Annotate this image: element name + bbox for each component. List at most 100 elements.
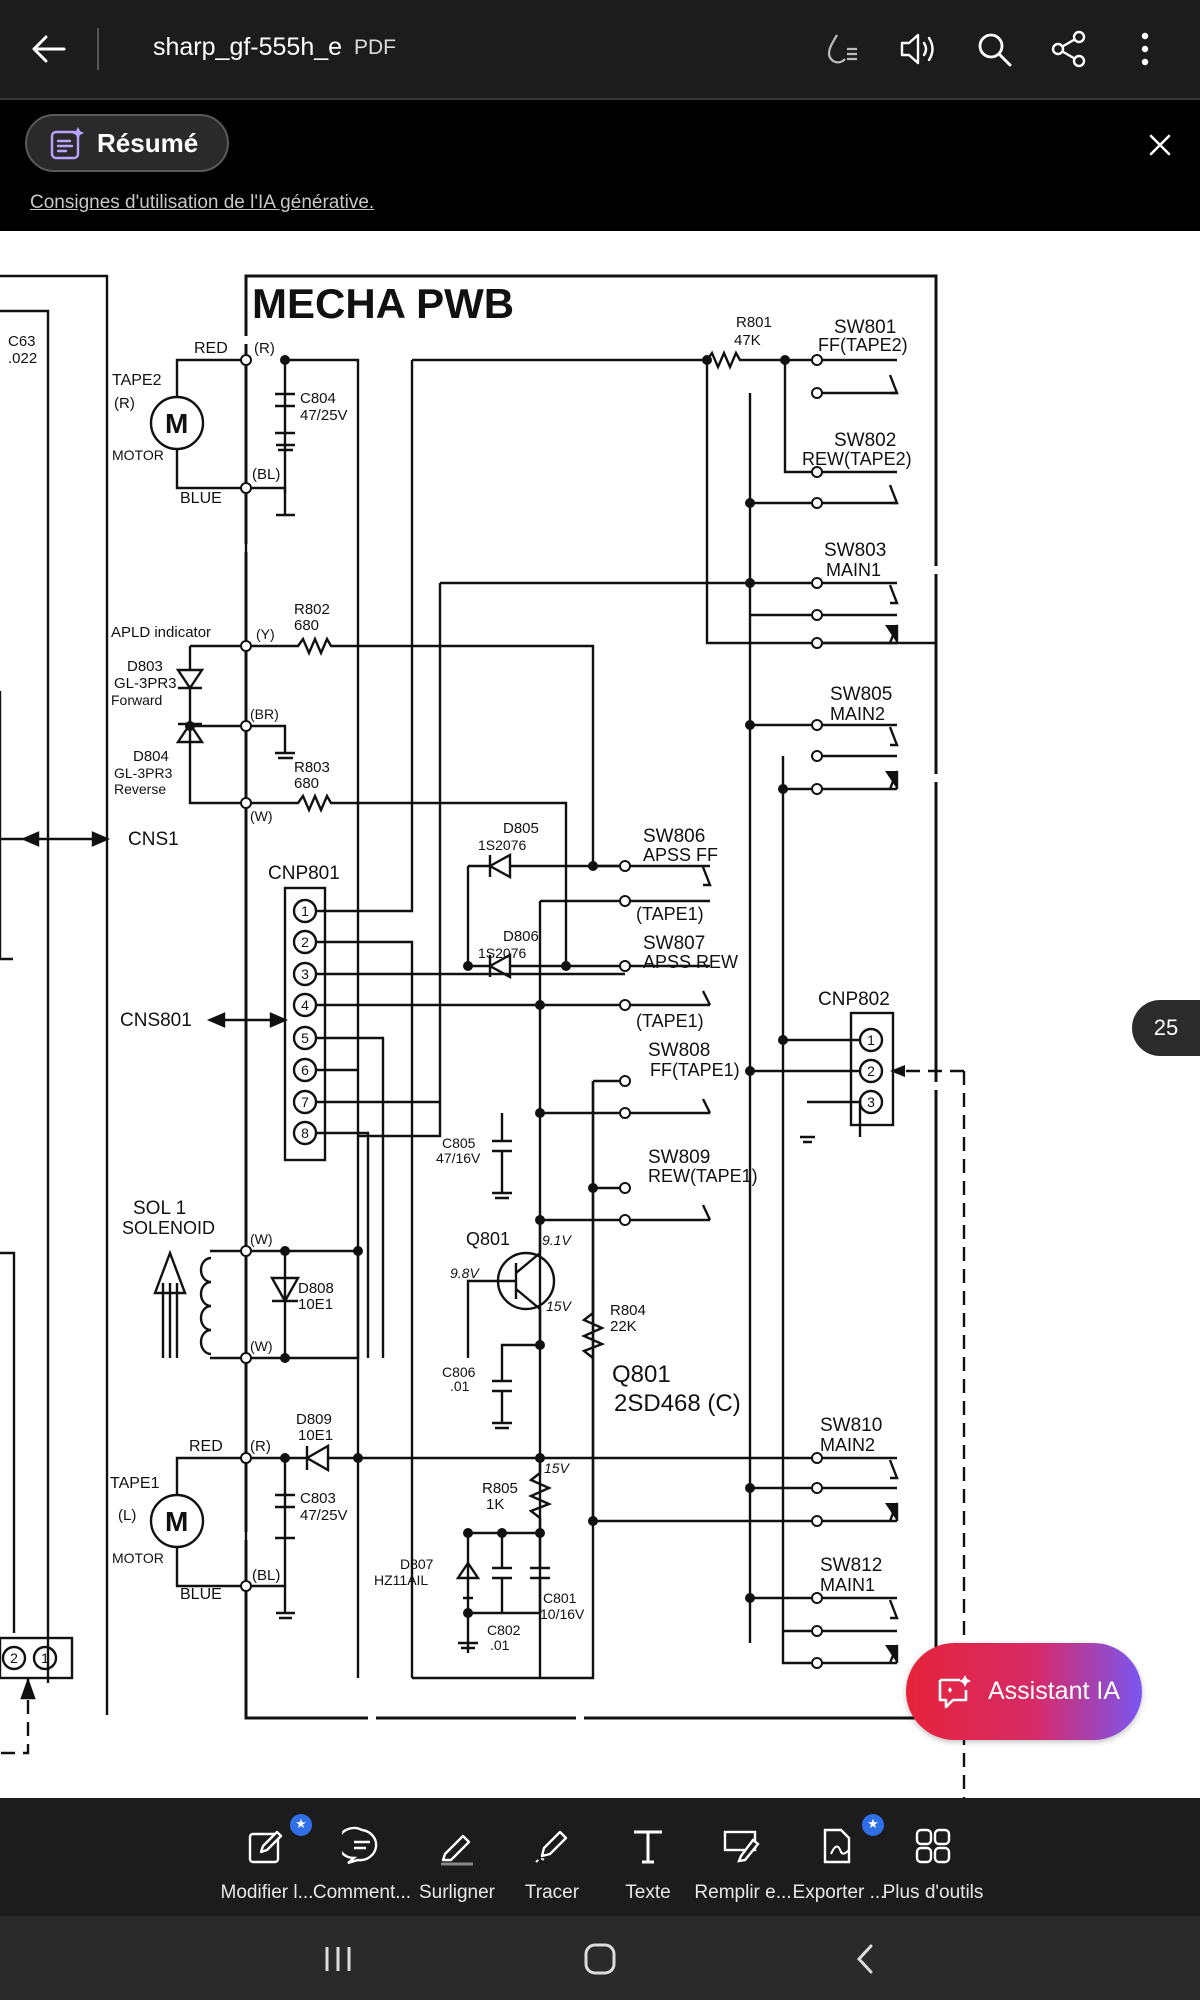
cnp801-pin-6: 6 [301, 1062, 309, 1078]
label-solenoid: SOLENOID [122, 1218, 215, 1238]
label-c803-value: 47/25V [300, 1507, 348, 1524]
label-c801: C801 [543, 1590, 577, 1606]
label-9-8v: 9.8V [450, 1265, 480, 1281]
tool-draw-label: Tracer [524, 1882, 580, 1903]
label-sw806-desc: APSS FF [643, 845, 718, 865]
label-d804: D804 [133, 748, 169, 765]
label-d803: D803 [127, 658, 163, 675]
tool-edit-label: Modifier l... [220, 1882, 314, 1903]
label-c63-value: .022 [8, 350, 37, 367]
export-pdf-icon [819, 1826, 859, 1866]
edit-pencil-icon [247, 1826, 287, 1866]
label-blue-top: BLUE [180, 490, 222, 507]
tool-text[interactable]: Texte [593, 1798, 703, 1916]
page-number-badge[interactable]: 25 [1132, 1000, 1200, 1056]
cnp802-pin-3: 3 [867, 1094, 875, 1110]
label-r802: R802 [294, 601, 330, 618]
label-sw808-desc: FF(TAPE1) [650, 1060, 740, 1080]
label-sw807: SW807 [643, 933, 705, 954]
label-d809: D809 [296, 1411, 332, 1428]
document-type-label: PDF [354, 36, 396, 59]
ai-assistant-button[interactable]: Assistant IA [906, 1643, 1142, 1740]
tool-more[interactable]: Plus d'outils [878, 1798, 988, 1916]
more-options-icon[interactable] [1120, 24, 1170, 74]
back-arrow-icon[interactable] [24, 24, 74, 74]
tool-text-label: Texte [625, 1882, 671, 1903]
label-tape2-r: (R) [114, 395, 135, 412]
label-br: (BR) [250, 706, 279, 722]
tool-highlight-label: Surligner [418, 1882, 496, 1903]
close-icon[interactable] [1140, 125, 1180, 165]
draw-pen-icon [532, 1826, 572, 1866]
label-r802-value: 680 [294, 617, 319, 634]
label-cnp802: CNP802 [818, 989, 890, 1010]
label-c804-value: 47/25V [300, 407, 348, 424]
tool-export[interactable]: ★ Exporter ... [784, 1798, 894, 1916]
label-d806: D806 [503, 928, 539, 945]
ai-assistant-label: Assistant IA [988, 1677, 1120, 1705]
label-sw809-desc: REW(TAPE1) [648, 1166, 758, 1186]
label-motor-bottom: MOTOR [112, 1550, 164, 1566]
label-sw810-desc: MAIN2 [820, 1435, 875, 1455]
label-sw810: SW810 [820, 1415, 882, 1436]
label-d805: D805 [503, 820, 539, 837]
label-y: (Y) [256, 626, 275, 642]
label-c805: C805 [442, 1135, 476, 1151]
label-w-mid: (W) [250, 1231, 273, 1247]
resume-button[interactable]: Résumé [25, 114, 229, 172]
label-sol1: SOL 1 [133, 1198, 186, 1219]
read-aloud-icon[interactable] [894, 24, 944, 74]
label-tape1-a: (TAPE1) [636, 904, 704, 924]
label-r804-value: 22K [610, 1318, 637, 1335]
label-sw808: SW808 [648, 1040, 710, 1061]
ai-guidelines-link[interactable]: Consignes d'utilisation de l'IA générati… [30, 192, 375, 213]
share-icon[interactable] [1044, 24, 1094, 74]
label-d807-value: HZ11AIL [374, 1572, 428, 1588]
label-r-bottom: (R) [250, 1438, 271, 1455]
tool-draw[interactable]: Tracer [497, 1798, 607, 1916]
label-blue-bottom: BLUE [180, 1586, 222, 1603]
toolbar-divider [97, 28, 99, 70]
label-d806-value: 1S2076 [478, 945, 526, 961]
document-title: sharp_gf-555h_e [153, 33, 343, 61]
recent-apps-icon[interactable] [308, 1934, 368, 1984]
bottom-toolbar: ★ Modifier l... Comment... Surligner Tra… [0, 1798, 1200, 1916]
label-c802-value: .01 [490, 1637, 510, 1653]
label-tape1-b: (TAPE1) [636, 1011, 704, 1031]
bottom-connector-pin-2: 2 [10, 1650, 18, 1666]
cnp802-pin-2: 2 [867, 1063, 875, 1079]
label-sw806: SW806 [643, 826, 705, 847]
label-motor-m-bottom: M [165, 1506, 188, 1537]
highlighter-icon [437, 1826, 477, 1866]
label-r805: R805 [482, 1480, 518, 1497]
home-icon[interactable] [570, 1934, 630, 1984]
label-c806-value: .01 [450, 1378, 470, 1394]
label-c804: C804 [300, 390, 336, 407]
search-icon[interactable] [969, 24, 1019, 74]
ai-summary-icon [49, 125, 85, 161]
label-d807: D807 [400, 1556, 434, 1572]
label-sw803-desc: MAIN1 [826, 560, 881, 580]
tool-highlight[interactable]: Surligner [402, 1798, 512, 1916]
label-red-top: RED [194, 340, 228, 357]
cnp801-pin-5: 5 [301, 1030, 309, 1046]
schematic-diagram: MECHA PWB C63 .022 RED (R) TAPE2 (R) M M… [0, 274, 966, 1798]
back-nav-icon[interactable] [835, 1934, 895, 1984]
label-d803-forward: Forward [111, 692, 162, 708]
label-c805-value: 47/16V [436, 1150, 481, 1166]
label-sw805: SW805 [830, 684, 892, 705]
tool-edit[interactable]: ★ Modifier l... [212, 1798, 322, 1916]
label-red-bottom: RED [189, 1438, 223, 1455]
tool-fill-sign[interactable]: Remplir e... [688, 1798, 798, 1916]
liquid-mode-icon[interactable] [818, 24, 868, 74]
tool-fill-sign-label: Remplir e... [694, 1882, 792, 1903]
label-q801-part: 2SD468 (C) [614, 1390, 741, 1417]
cnp801-pin-3: 3 [301, 966, 309, 982]
label-r803-value: 680 [294, 775, 319, 792]
label-tape1: TAPE1 [110, 1475, 160, 1492]
document-viewer[interactable]: MECHA PWB C63 .022 RED (R) TAPE2 (R) M M… [0, 233, 1200, 1798]
tool-comment[interactable]: Comment... [307, 1798, 417, 1916]
tool-comment-label: Comment... [312, 1882, 412, 1903]
schematic-title: MECHA PWB [252, 280, 514, 327]
label-r805-value: 1K [486, 1496, 504, 1513]
